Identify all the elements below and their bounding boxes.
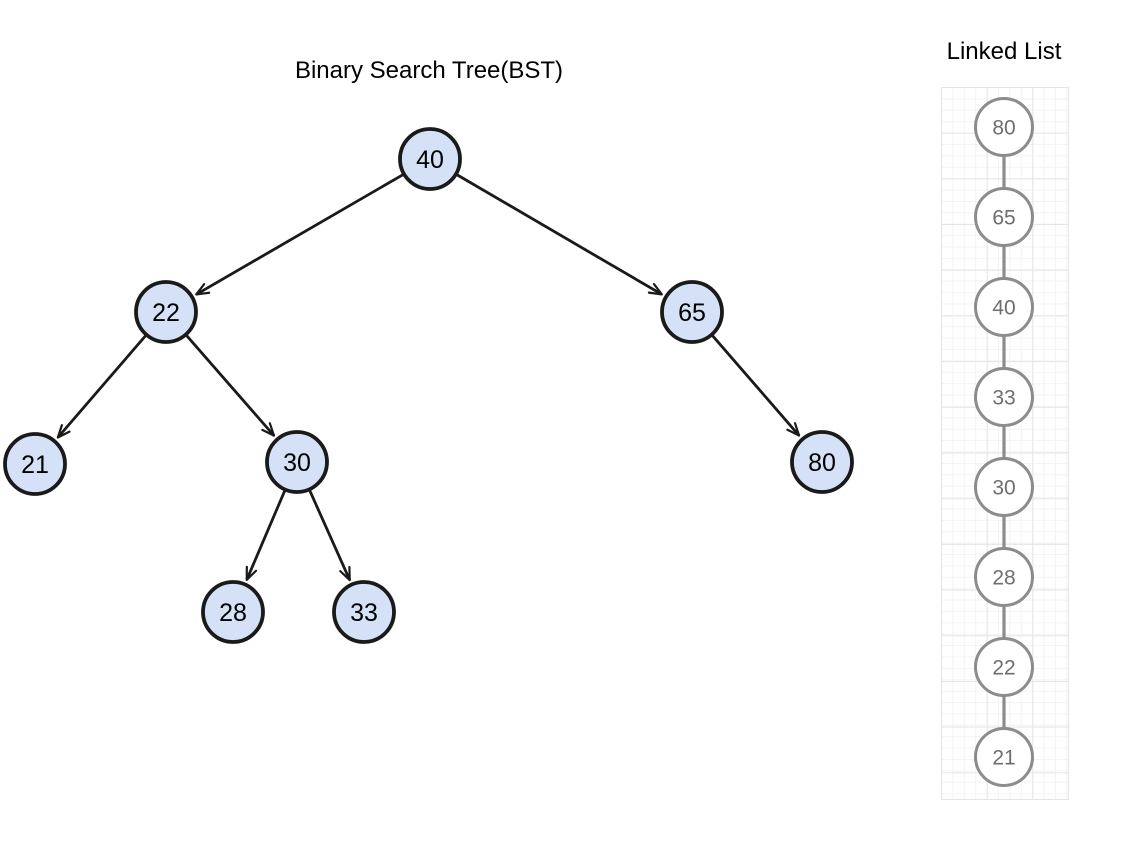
ll-node-21[interactable]: [974, 727, 1034, 787]
tree-node-22[interactable]: [134, 280, 198, 344]
ll-node-80[interactable]: [974, 97, 1034, 157]
tree-node-28[interactable]: [201, 580, 265, 644]
ll-node-label-30: 30: [992, 477, 1015, 500]
tree-node-label-40: 40: [416, 146, 444, 174]
ll-node-label-33: 33: [992, 387, 1015, 410]
tree-node-label-65: 65: [678, 299, 706, 327]
tree-node-30[interactable]: [265, 430, 329, 494]
ll-node-label-65: 65: [992, 207, 1015, 230]
tree-node-65[interactable]: [660, 280, 724, 344]
tree-node-21[interactable]: [3, 432, 67, 496]
ll-node-30[interactable]: [974, 457, 1034, 517]
tree-node-label-80: 80: [808, 449, 836, 477]
tree-node-label-21: 21: [21, 451, 49, 479]
tree-node-33[interactable]: [332, 580, 396, 644]
tree-node-40[interactable]: [398, 127, 462, 191]
tree-edge-40-22: [195, 173, 404, 296]
ll-node-label-80: 80: [992, 117, 1015, 140]
tree-node-80[interactable]: [790, 430, 854, 494]
ll-node-label-22: 22: [992, 657, 1015, 680]
bst-title: Binary Search Tree(BST): [294, 57, 564, 84]
ll-node-65[interactable]: [974, 187, 1034, 247]
tree-edge-30-28: [245, 489, 287, 581]
tree-edge-40-65: [456, 173, 663, 296]
ll-node-22[interactable]: [974, 637, 1034, 697]
tree-edge-22-21: [56, 334, 147, 439]
ll-node-40[interactable]: [974, 277, 1034, 337]
ll-node-33[interactable]: [974, 367, 1034, 427]
ll-node-label-28: 28: [992, 567, 1015, 590]
tree-node-label-28: 28: [219, 599, 247, 627]
ll-node-28[interactable]: [974, 547, 1034, 607]
tree-edge-65-80: [711, 334, 801, 437]
ll-node-label-40: 40: [992, 297, 1015, 320]
linked-list-title: Linked List: [946, 38, 1062, 65]
tree-node-label-30: 30: [283, 449, 311, 477]
tree-edge-22-30: [185, 334, 276, 437]
tree-node-label-22: 22: [152, 299, 180, 327]
ll-node-label-21: 21: [992, 747, 1015, 770]
tree-edge-30-33: [308, 489, 352, 582]
tree-node-label-33: 33: [350, 599, 378, 627]
